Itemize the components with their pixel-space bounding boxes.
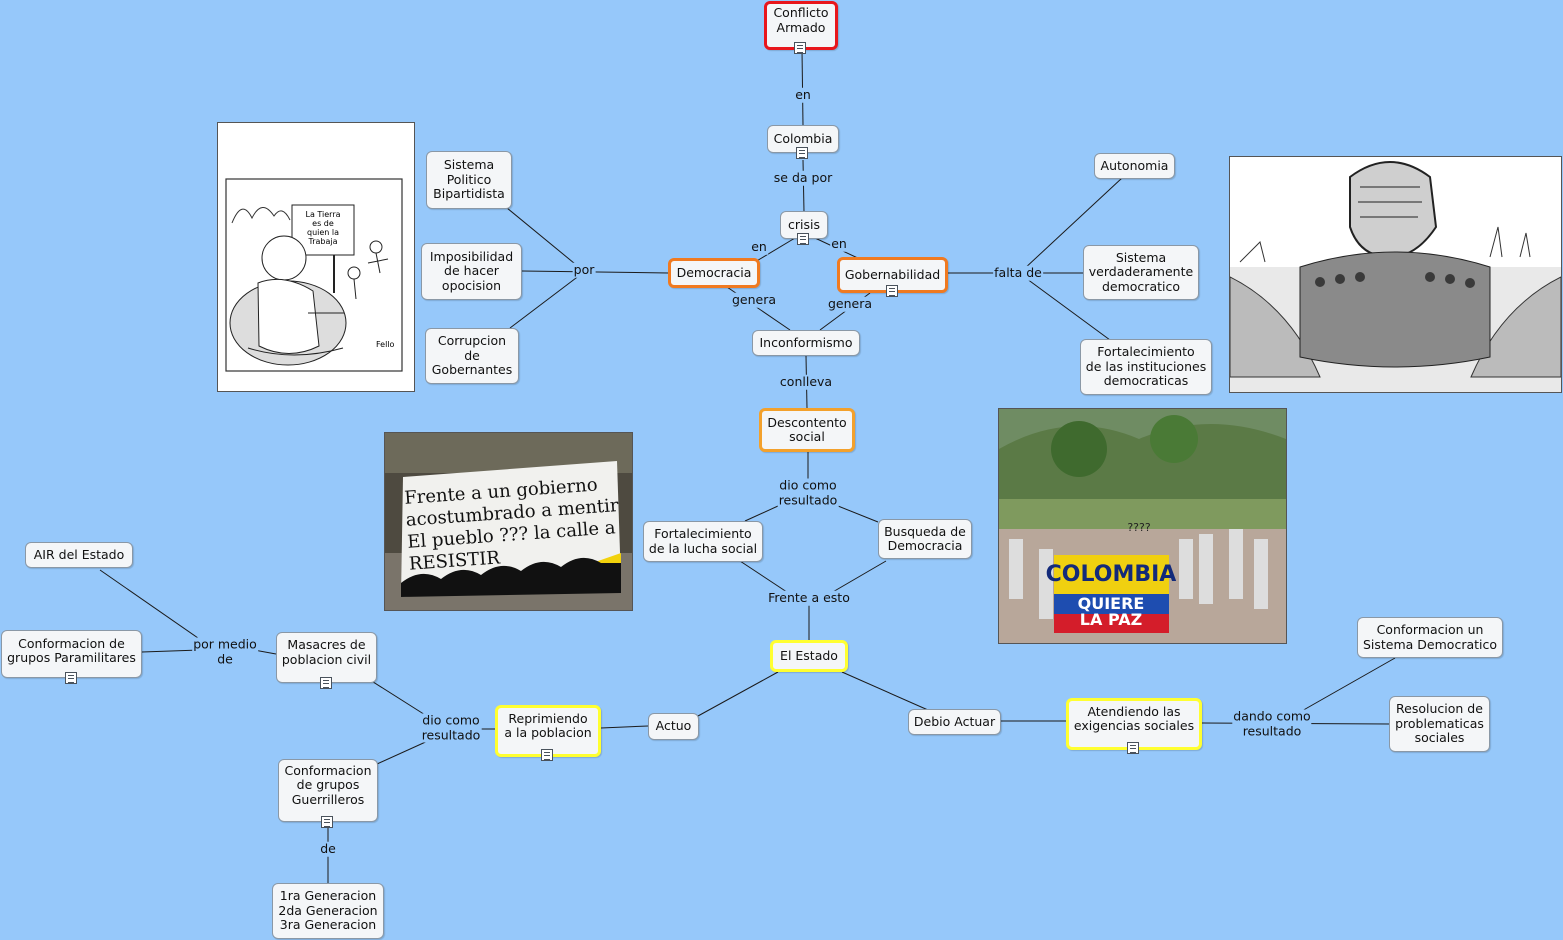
node-generaciones[interactable]: 1ra Generacion 2da Generacion 3ra Genera… xyxy=(272,883,384,939)
label-de: de xyxy=(319,842,337,857)
node-grupos-paramilitares[interactable]: Conformacion de grupos Paramilitares xyxy=(1,630,142,678)
node-democracia[interactable]: Democracia xyxy=(668,258,760,288)
node-gobernabilidad[interactable]: Gobernabilidad xyxy=(837,257,948,293)
node-gobernabilidad-label: Gobernabilidad xyxy=(845,268,940,283)
document-icon[interactable] xyxy=(796,147,808,159)
node-busqueda-democracia[interactable]: Busqueda de Democracia xyxy=(878,519,972,559)
node-reprimiendo-poblacion[interactable]: Reprimiendo a la poblacion xyxy=(495,705,601,757)
node-corrupcion-label: Corrupcion de Gobernantes xyxy=(432,334,513,378)
node-resolucion-problematicas[interactable]: Resolucion de problematicas sociales xyxy=(1389,696,1490,752)
node-imposibilidad-label: Imposibilidad de hacer opocision xyxy=(430,250,513,294)
fist-engraving-image xyxy=(1229,156,1562,393)
label-genera-left: genera xyxy=(731,293,777,308)
label-dando-como-resultado: dando como resultado xyxy=(1232,710,1311,739)
label-dio-como-resultado-top: dio como resultado xyxy=(778,479,839,508)
node-fortalecimiento-instituciones[interactable]: Fortalecimiento de las instituciones dem… xyxy=(1080,339,1212,395)
node-fortalecimiento-inst-label: Fortalecimiento de las instituciones dem… xyxy=(1086,345,1206,389)
label-se-da-por: se da por xyxy=(773,171,833,186)
label-en-right: en xyxy=(830,237,848,252)
label-conlleva: conlleva xyxy=(779,375,833,390)
node-colombia-label: Colombia xyxy=(774,132,833,147)
node-generaciones-label: 1ra Generacion 2da Generacion 3ra Genera… xyxy=(278,889,377,933)
node-actuo[interactable]: Actuo xyxy=(648,713,699,740)
document-icon[interactable] xyxy=(320,677,332,689)
node-corrupcion-gobernantes[interactable]: Corrupcion de Gobernantes xyxy=(425,328,519,384)
node-conflicto-armado[interactable]: Conflicto Armado xyxy=(764,1,838,50)
node-sistema-democratico-label: Conformacion un Sistema Democratico xyxy=(1363,623,1497,652)
node-colombia[interactable]: Colombia xyxy=(767,125,839,153)
node-sistema-politico-bipartidista[interactable]: Sistema Politico Bipartidista xyxy=(426,151,512,209)
node-atendiendo-label: Atendiendo las exigencias sociales xyxy=(1074,705,1194,734)
node-guerrilleros-label: Conformacion de grupos Guerrilleros xyxy=(284,764,371,808)
node-el-estado-label: El Estado xyxy=(780,649,838,664)
label-falta-de: falta de xyxy=(993,266,1043,281)
label-en-left: en xyxy=(750,240,768,255)
node-paramilitares-label: Conformacion de grupos Paramilitares xyxy=(7,637,136,666)
document-icon[interactable] xyxy=(1127,742,1139,754)
label-por-medio-de: por medio de xyxy=(192,638,258,667)
cartoon-signature: Fello xyxy=(376,340,395,349)
node-conflicto-armado-label: Conflicto Armado xyxy=(773,6,828,35)
document-icon[interactable] xyxy=(886,285,898,297)
node-conformacion-sistema-democratico[interactable]: Conformacion un Sistema Democratico xyxy=(1357,617,1503,658)
colombia-sign-top: COLOMBIA xyxy=(1046,562,1177,587)
node-crisis-label: crisis xyxy=(788,218,820,233)
node-democracia-label: Democracia xyxy=(677,266,752,281)
node-imposibilidad-oposicion[interactable]: Imposibilidad de hacer opocision xyxy=(421,243,522,300)
node-busqueda-label: Busqueda de Democracia xyxy=(884,525,966,554)
node-reprimiendo-label: Reprimiendo a la poblacion xyxy=(504,712,591,741)
node-el-estado[interactable]: El Estado xyxy=(770,640,848,672)
label-en-top: en xyxy=(794,88,812,103)
node-air-label: AIR del Estado xyxy=(34,548,125,563)
node-autonomia-label: Autonomia xyxy=(1101,159,1169,174)
node-masacres-label: Masacres de poblacion civil xyxy=(282,638,371,667)
node-sistema-politico-label: Sistema Politico Bipartidista xyxy=(433,158,505,202)
node-inconformismo[interactable]: Inconformismo xyxy=(752,330,860,356)
label-dio-como-resultado-left: dio como resultado xyxy=(421,714,482,743)
node-sistema-verdadero-label: Sistema verdaderamente democratico xyxy=(1089,251,1193,295)
node-air-del-estado[interactable]: AIR del Estado xyxy=(25,542,133,568)
node-resolucion-label: Resolucion de problematicas sociales xyxy=(1395,702,1484,746)
document-icon[interactable] xyxy=(541,749,553,761)
label-genera-right: genera xyxy=(827,297,873,312)
node-descontento-social-label: Descontento social xyxy=(767,416,846,445)
colombia-question: ???? xyxy=(1127,521,1151,534)
document-icon[interactable] xyxy=(65,672,77,684)
node-fortalecimiento-lucha-social[interactable]: Fortalecimiento de la lucha social xyxy=(643,521,763,562)
node-debio-actuar-label: Debio Actuar xyxy=(914,715,995,730)
protest-banner-image: Frente a un gobiernoacostumbrado a menti… xyxy=(384,432,633,611)
node-actuo-label: Actuo xyxy=(656,719,692,734)
label-frente-a-esto: Frente a esto xyxy=(767,591,851,606)
document-icon[interactable] xyxy=(794,42,806,54)
node-fortalecimiento-lucha-label: Fortalecimiento de la lucha social xyxy=(649,527,757,556)
node-inconformismo-label: Inconformismo xyxy=(759,336,852,351)
node-descontento-social[interactable]: Descontento social xyxy=(759,408,855,452)
node-autonomia[interactable]: Autonomia xyxy=(1094,153,1175,179)
node-sistema-verdaderamente-democratico[interactable]: Sistema verdaderamente democratico xyxy=(1083,245,1199,300)
node-atendiendo-exigencias[interactable]: Atendiendo las exigencias sociales xyxy=(1066,698,1202,750)
node-masacres-poblacion-civil[interactable]: Masacres de poblacion civil xyxy=(276,632,377,683)
node-grupos-guerrilleros[interactable]: Conformacion de grupos Guerrilleros xyxy=(278,759,378,822)
document-icon[interactable] xyxy=(321,816,333,828)
document-icon[interactable] xyxy=(797,233,809,245)
node-crisis[interactable]: crisis xyxy=(780,211,828,239)
label-por: por xyxy=(573,263,596,278)
node-debio-actuar[interactable]: Debio Actuar xyxy=(908,709,1001,735)
